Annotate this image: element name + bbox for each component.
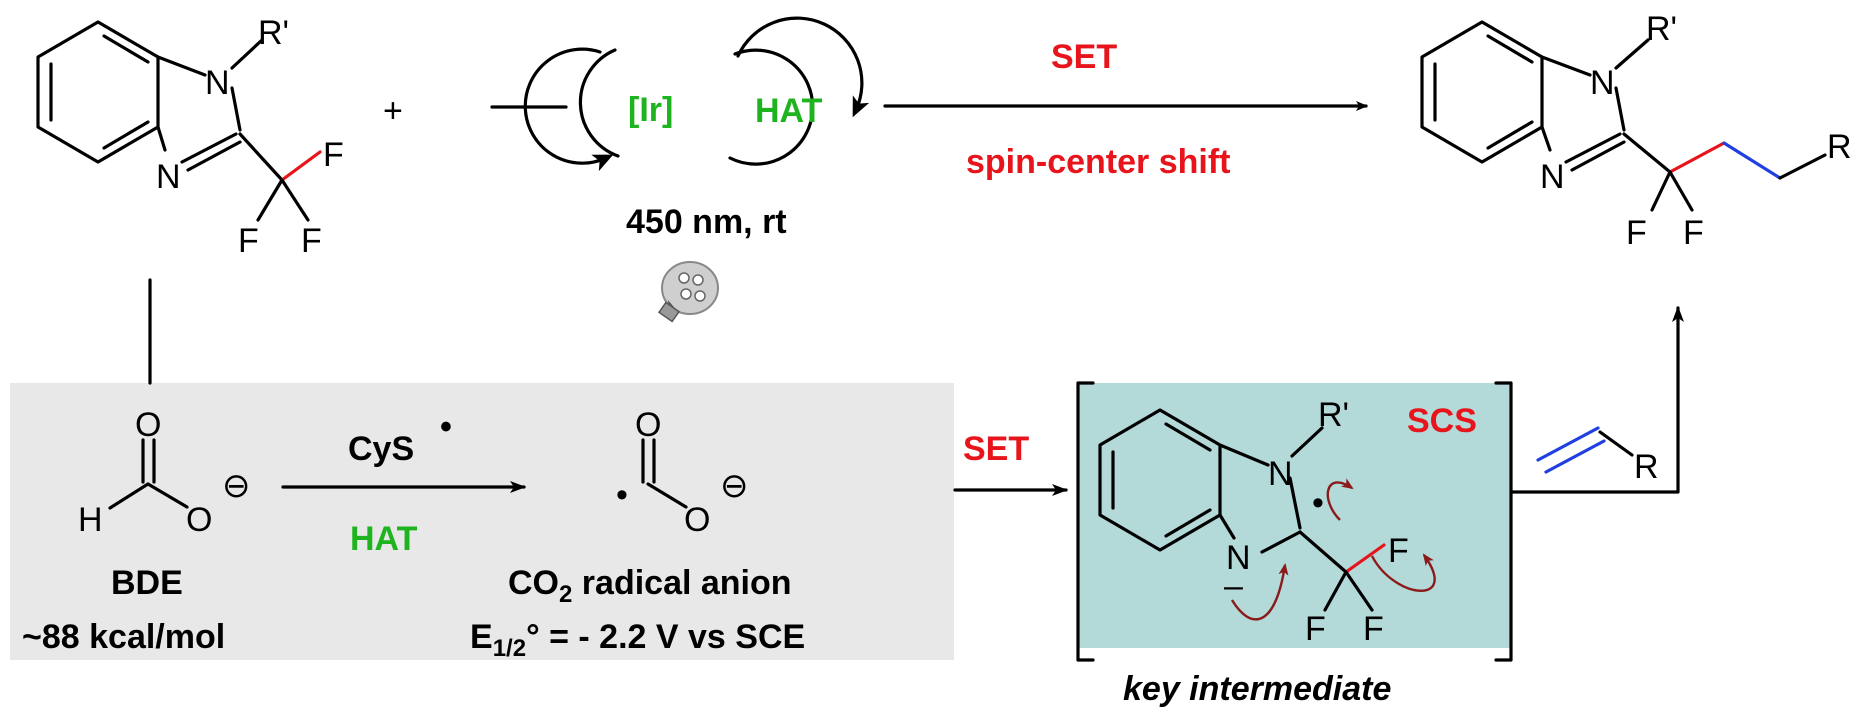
formate-panel [10,383,954,660]
intermediate-n-bottom: N [1226,539,1251,577]
formate-molecule: O H O ⊖ BDE ~88 kcal/mol [22,406,251,656]
intermediate-minus: – [1224,567,1243,605]
product-f1: F [1626,214,1647,252]
intermediate-molecule: N N – R' • F F F SCS [1098,396,1477,648]
scs-label: SCS [1407,402,1477,440]
co2-o-bottom: O [684,501,710,539]
reactant-n-top: N [205,64,230,102]
formate-h: H [78,501,103,539]
reactant-n-bottom: N [156,158,181,196]
co2-radical-molecule: O • O ⊖ CO2 radical anion E1/2° = - 2.2 … [470,406,805,662]
co2-charge: ⊖ [720,467,749,505]
iridium-catalyst: [Ir] [628,91,673,129]
intermediate-panel [1078,383,1511,648]
intermediate-brackets [1076,381,1513,662]
main-arrow-above: SET [1051,38,1117,76]
product-f2: F [1683,214,1704,252]
alkene-r-group: R [1634,448,1659,486]
formate-o-top: O [135,406,161,444]
co2-radical-dot: • [616,476,628,514]
hat-reagent-radical-dot: • [440,408,452,446]
set-step-label: SET [963,430,1029,468]
catalytic-cycles: [Ir] HAT 450 nm, rt [490,16,870,241]
reactant-molecule: N N R' F F F [36,14,344,260]
co2-name: CO2 radical anion [508,564,792,608]
reactant-substituent: R' [258,14,289,52]
reactant-f2: F [238,222,259,260]
intermediate-f3: F [1363,610,1384,648]
bde-value: ~88 kcal/mol [22,618,225,656]
reactant-f1: F [323,136,344,174]
reactant-f3: F [301,222,322,260]
intermediate-caption: key intermediate [1123,670,1391,708]
formate-o-bottom: O [186,501,212,539]
hat-step-label: HAT [350,520,418,558]
intermediate-radical-dot: • [1312,484,1324,522]
hat-reagent: CyS [348,430,414,468]
bde-label: BDE [111,564,183,602]
formate-charge: ⊖ [222,467,251,505]
product-r-group: R [1827,128,1852,166]
led-lamp-icon [657,261,719,323]
product-molecule: N N R' F F R [1420,10,1852,252]
product-n-top: N [1590,64,1615,102]
co2-o-top: O [635,406,661,444]
co2-potential: E1/2° = - 2.2 V vs SCE [470,618,805,662]
intermediate-substituent: R' [1318,396,1349,434]
conditions: 450 nm, rt [626,203,787,241]
route-to-product [1510,306,1684,494]
main-arrow-below: spin-center shift [966,143,1230,181]
product-n-bottom: N [1540,158,1565,196]
hat-catalyst: HAT [755,92,823,130]
alkene-molecule: R [1536,426,1659,486]
electron-pushing-arrows [1230,478,1436,621]
intermediate-f1: F [1388,532,1409,570]
plus-sign: + [383,92,403,130]
product-substituent: R' [1646,10,1677,48]
intermediate-f2: F [1305,610,1326,648]
intermediate-n-top: N [1268,455,1293,493]
